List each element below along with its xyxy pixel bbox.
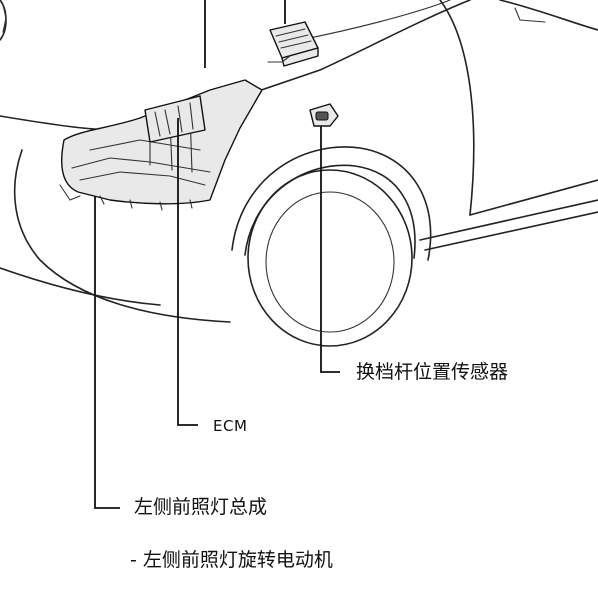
shift-sensor-label: 换档杆位置传感器 [356,363,508,382]
ecm-unit-shape [268,22,318,66]
headlamp-assembly-shape [60,80,262,210]
headlamp-assembly-label: 左侧前照灯总成 [134,498,267,517]
swivel-motor-label: - 左侧前照灯旋转电动机 [130,551,333,570]
shift-sensor-shape [310,104,338,126]
ecm-label: ECM [213,419,247,434]
